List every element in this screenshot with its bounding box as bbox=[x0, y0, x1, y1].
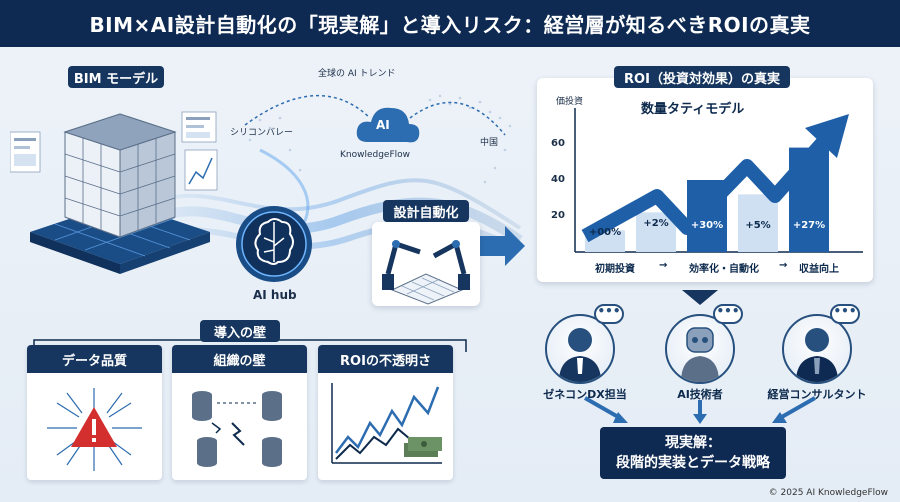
persona-bubble-2: ••• bbox=[830, 304, 860, 324]
header-bar: BIM×AI設計自動化の「現実解」と導入リスク：経営層が知るべきROIの真実 bbox=[0, 0, 900, 47]
roi-bar-label-4: +27% bbox=[792, 220, 826, 231]
world-map-dots bbox=[248, 94, 512, 184]
roi-ytick-0: 20 bbox=[551, 210, 565, 221]
page-title: BIM×AI設計自動化の「現実解」と導入リスク：経営層が知るべきROIの真実 bbox=[89, 13, 811, 37]
roi-model-title: 数量タティモデル bbox=[641, 102, 745, 117]
arrow-persona-right bbox=[779, 396, 816, 420]
persona-label-1: AI技術者 bbox=[677, 388, 723, 401]
roi-title: ROI（投資対効果）の真実 bbox=[614, 66, 790, 88]
trend-arrow-head bbox=[805, 114, 849, 158]
trend-arrow bbox=[581, 137, 829, 243]
design-automation-label: 設計自動化 bbox=[383, 200, 469, 222]
arrow-persona-left bbox=[584, 396, 621, 420]
robot-icon bbox=[681, 327, 719, 382]
persona-ai-engineer bbox=[665, 314, 735, 384]
roi-ytick-2: 60 bbox=[551, 138, 565, 149]
persona-bubble-0: ••• bbox=[594, 304, 624, 324]
roi-bar-label-2: +30% bbox=[690, 220, 724, 231]
persona-label-2: 経営コンサルタント bbox=[767, 388, 867, 401]
persona-bubble-1: ••• bbox=[713, 304, 743, 324]
barrier-card-data-quality: データ品質 bbox=[27, 345, 162, 480]
arrow-roi-down bbox=[682, 290, 718, 305]
businessman-icon bbox=[559, 328, 601, 382]
roi-bar-3 bbox=[738, 194, 778, 252]
silicon-valley-label: シリコンバレー bbox=[230, 128, 294, 138]
warning-chip-icon bbox=[47, 388, 142, 471]
copyright-text: © 2025 AI KnowledgeFlow bbox=[768, 488, 888, 498]
bim-label: BIM モーデル bbox=[68, 66, 164, 88]
design-automation-card bbox=[372, 222, 480, 306]
kf-logo: AI bbox=[376, 118, 390, 132]
result-line-2: 段階的実装とデータ戦略 bbox=[616, 455, 770, 471]
ai-brain-icon bbox=[236, 206, 312, 282]
barriers-title: 導入の壁 bbox=[200, 320, 280, 342]
kf-name: KnowledgeFlow bbox=[340, 150, 411, 160]
roi-yaxis-label: 価投資 bbox=[556, 97, 584, 107]
barrier-card-roi-opacity: ROIの不透明さ bbox=[318, 345, 453, 480]
roi-xlabel-3: → bbox=[779, 260, 788, 271]
trend-arc-left bbox=[244, 94, 371, 126]
database-silos-icon bbox=[192, 391, 282, 467]
result-line-1: 現実解： bbox=[665, 435, 721, 451]
trend-arc-right bbox=[409, 101, 506, 136]
roi-ytick-1: 40 bbox=[551, 174, 565, 185]
roi-xlabel-1: → bbox=[659, 260, 668, 271]
roi-chart bbox=[574, 108, 863, 253]
persona-label-0: ゼネコンDX担当 bbox=[543, 388, 627, 401]
arrow-to-roi bbox=[478, 226, 525, 266]
roi-bar-label-3: +5% bbox=[745, 220, 771, 231]
roi-xlabel-4: 収益向上 bbox=[799, 264, 839, 275]
volatile-chart-icon bbox=[331, 383, 442, 464]
bim-building-icon bbox=[10, 111, 218, 274]
roi-xlabel-2: 効率化・自動化 bbox=[689, 264, 759, 275]
result-box: 現実解： 段階的実装とデータ戦略 bbox=[600, 427, 786, 479]
barrier-label-0: データ品質 bbox=[27, 345, 162, 373]
roi-bar-label-0: +00% bbox=[588, 227, 622, 239]
persona-management-consultant bbox=[782, 314, 852, 384]
ai-hub-label: AI hub bbox=[253, 288, 297, 302]
roi-xlabel-0: 初期投資 bbox=[595, 264, 635, 275]
barrier-label-2: ROIの不透明さ bbox=[318, 345, 453, 373]
china-label: 中国 bbox=[480, 138, 499, 148]
barrier-label-1: 組織の壁 bbox=[172, 345, 307, 373]
global-trend-label: 全球の AI トレンド bbox=[318, 69, 396, 79]
persona-general-contractor bbox=[545, 314, 615, 384]
robot-arm-icon bbox=[382, 240, 470, 305]
barrier-card-org-wall: 組織の壁 bbox=[172, 345, 307, 480]
roi-bar-label-1: +2% bbox=[643, 218, 669, 230]
cloud-icon bbox=[356, 107, 420, 143]
consultant-icon bbox=[796, 328, 838, 382]
